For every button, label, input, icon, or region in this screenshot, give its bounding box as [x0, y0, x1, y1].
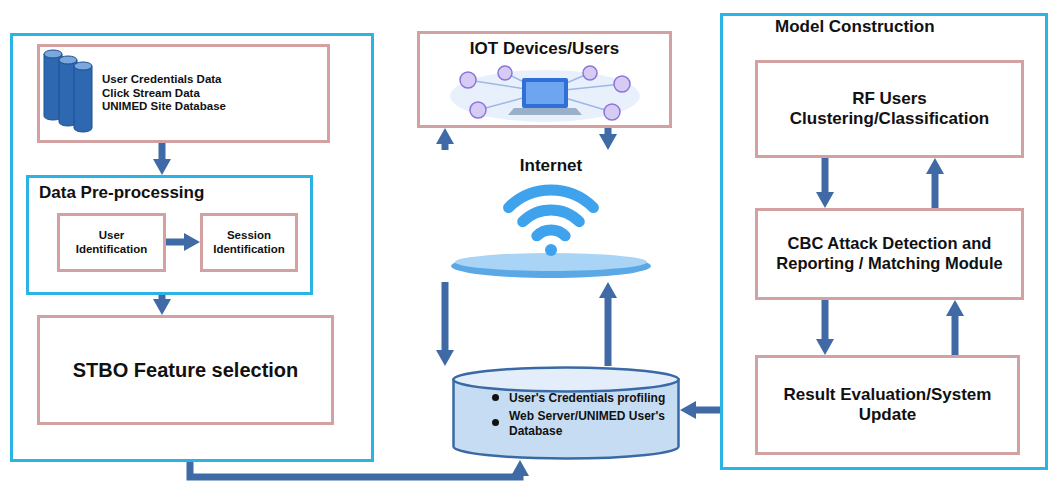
flow-arrow: [190, 462, 520, 477]
node-label: User Identification: [76, 229, 148, 255]
links: [468, 73, 622, 112]
node-label: Result Evaluation/System Update: [784, 385, 992, 424]
text-line: Data Pre-processing: [39, 183, 310, 203]
section-panel: User Credentials DataClick Stream DataUN…: [10, 33, 374, 462]
flow-arrow: [605, 128, 612, 140]
cylinder-top: [454, 368, 679, 392]
process-box: Session Identification: [200, 213, 298, 272]
glow: [450, 70, 640, 122]
wifi-dot: [545, 244, 557, 256]
node-label: IOT Devices/Users: [470, 39, 619, 58]
device-icons: [460, 66, 630, 120]
node-label: User Credentials Data: [102, 73, 222, 85]
cylinder-top: [59, 56, 77, 64]
section-heading: Data Pre-processing: [39, 183, 204, 202]
text-line: Internet: [432, 156, 670, 176]
text-line: UNIMED Site Database: [102, 100, 226, 114]
cylinder: [74, 66, 92, 132]
process-group: Data Pre-processingUser Identification Se…: [26, 175, 313, 295]
text-line: User Credentials Data: [102, 73, 222, 87]
data-source-box: User Credentials DataClick Stream DataUN…: [37, 44, 330, 143]
cylinder-body: [454, 380, 679, 459]
process-box: RF Users Clustering/Classification: [755, 60, 1024, 158]
flow-arrow: [159, 295, 166, 305]
text-line: RF Users Clustering/Classification: [762, 89, 1017, 130]
database-cylinder: User's Credentials profilingWeb Server/U…: [452, 366, 680, 460]
flow-arrow: [822, 300, 829, 345]
node-label: Web Server/UNIMED User's Database: [509, 409, 672, 438]
node-label: STBO Feature selection: [73, 359, 299, 381]
text-line: Result Evaluation/System Update: [762, 385, 1013, 426]
flow-arrow: [952, 310, 959, 355]
node-label: Session Identification: [213, 229, 285, 255]
laptop-base: [508, 108, 582, 115]
section-panel: Model Construction RF Users Clustering/Cl…: [720, 13, 1048, 470]
bullet-dot: [492, 394, 499, 401]
flow-arrow: [442, 282, 449, 356]
wifi-arc: [523, 210, 580, 222]
wifi-base: [451, 254, 651, 278]
text-line: STBO Feature selection: [73, 358, 299, 382]
text-line: User's Credentials profiling: [492, 391, 672, 405]
flow-arrow: [159, 143, 166, 165]
wifi-arc: [537, 230, 565, 236]
node-label: Click Stream Data: [102, 87, 200, 99]
internet-node: Internet: [432, 150, 670, 282]
node-label: User's Credentials profiling: [509, 391, 665, 405]
wifi-arc: [509, 190, 594, 208]
laptop-display: [526, 82, 564, 104]
laptop-screen: [522, 78, 568, 108]
node-label: RF Users Clustering/Classification: [790, 89, 989, 128]
flow-arrow: [166, 239, 190, 246]
node-label: UNIMED Site Database: [102, 100, 226, 112]
text-line: CBC Attack Detection and Reporting / Mat…: [762, 234, 1017, 274]
process-box: STBO Feature selection: [37, 315, 334, 425]
process-box: User Identification: [57, 213, 166, 272]
flow-arrow: [605, 292, 612, 366]
cylinder-top: [44, 50, 62, 58]
iot-picture: [450, 66, 640, 122]
flow-arrow: [932, 168, 939, 208]
text-line: Click Stream Data: [102, 87, 200, 101]
bullet-dot: [492, 419, 499, 426]
cylinder-top: [74, 62, 92, 70]
flow-arrow: [690, 407, 720, 414]
flow-arrow: [442, 138, 449, 150]
text-line: Session Identification: [206, 229, 292, 257]
process-box: Result Evaluation/System Update: [755, 355, 1020, 455]
process-box: CBC Attack Detection and Reporting / Mat…: [755, 208, 1024, 300]
node-label: CBC Attack Detection and Reporting / Mat…: [776, 234, 1002, 272]
database-icon: [44, 50, 92, 132]
node-label: Internet: [520, 156, 582, 175]
text-line: Model Construction: [775, 17, 1045, 37]
section-heading: Model Construction: [775, 17, 935, 36]
text-line: IOT Devices/Users: [470, 39, 619, 59]
flow-arrow: [822, 158, 829, 198]
text-line: User Identification: [63, 229, 160, 257]
device-box: IOT Devices/Users: [417, 31, 672, 128]
text-line: Web Server/UNIMED User's Database: [492, 409, 672, 438]
